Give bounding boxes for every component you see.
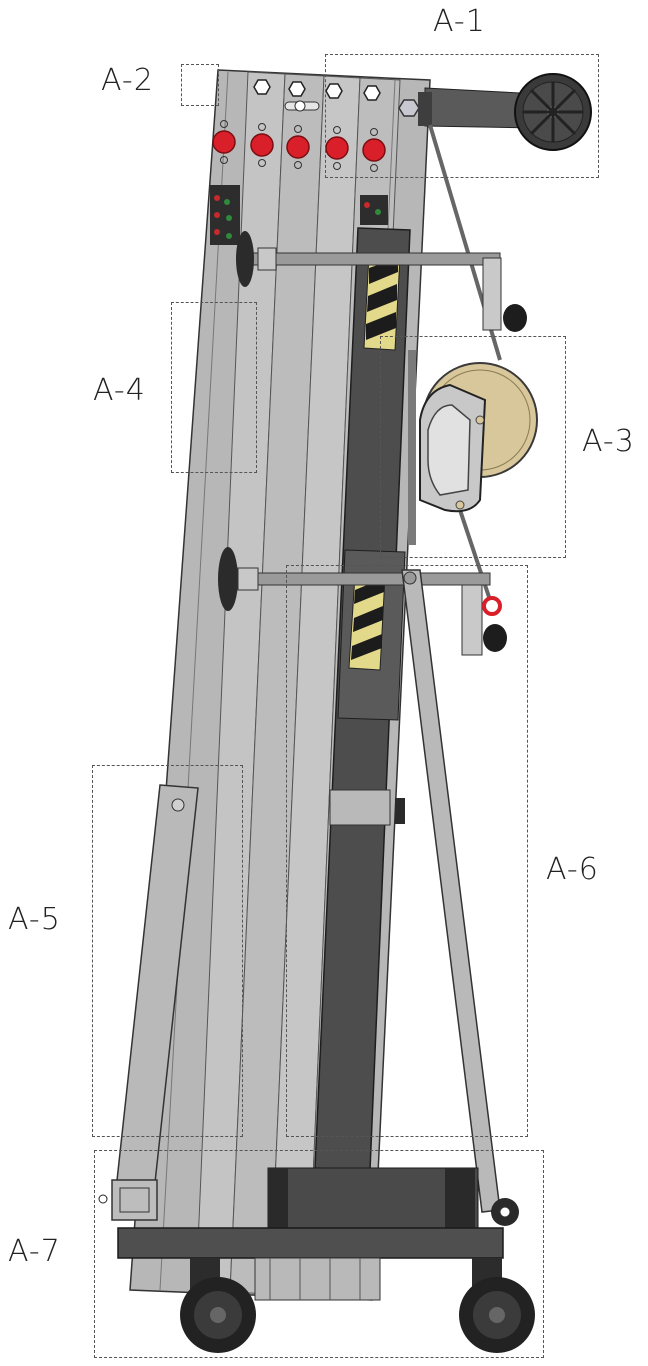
carriage xyxy=(314,227,411,1171)
mast-top-hardware xyxy=(253,79,420,117)
callout-box-a6 xyxy=(286,565,528,1137)
callout-box-a4 xyxy=(171,302,257,473)
caster-wheels xyxy=(180,1258,535,1353)
callout-box-a2 xyxy=(181,64,219,106)
callout-box-a7 xyxy=(94,1150,544,1358)
base-frame xyxy=(117,1167,519,1259)
mast-bottom xyxy=(254,1257,381,1301)
callout-label-a5: A-5 xyxy=(8,902,61,937)
warning-labels xyxy=(210,185,388,245)
outrigger-leg xyxy=(98,784,199,1221)
callout-label-a3: A-3 xyxy=(582,424,635,459)
callout-box-a3 xyxy=(380,336,566,558)
red-lock-buttons xyxy=(212,120,386,172)
callout-label-a4: A-4 xyxy=(93,373,146,408)
carriage-bracket xyxy=(329,789,405,826)
callout-label-a6: A-6 xyxy=(546,852,599,887)
callout-box-a1 xyxy=(325,54,599,178)
callout-label-a7: A-7 xyxy=(8,1234,61,1269)
outrigger-upper xyxy=(236,231,527,332)
winch xyxy=(408,350,538,545)
callout-label-a1: A-1 xyxy=(433,4,486,39)
top-pulley-arm xyxy=(418,73,592,151)
outrigger-lower xyxy=(218,547,507,656)
callout-box-a5 xyxy=(92,765,243,1137)
callout-label-a2: A-2 xyxy=(101,63,154,98)
